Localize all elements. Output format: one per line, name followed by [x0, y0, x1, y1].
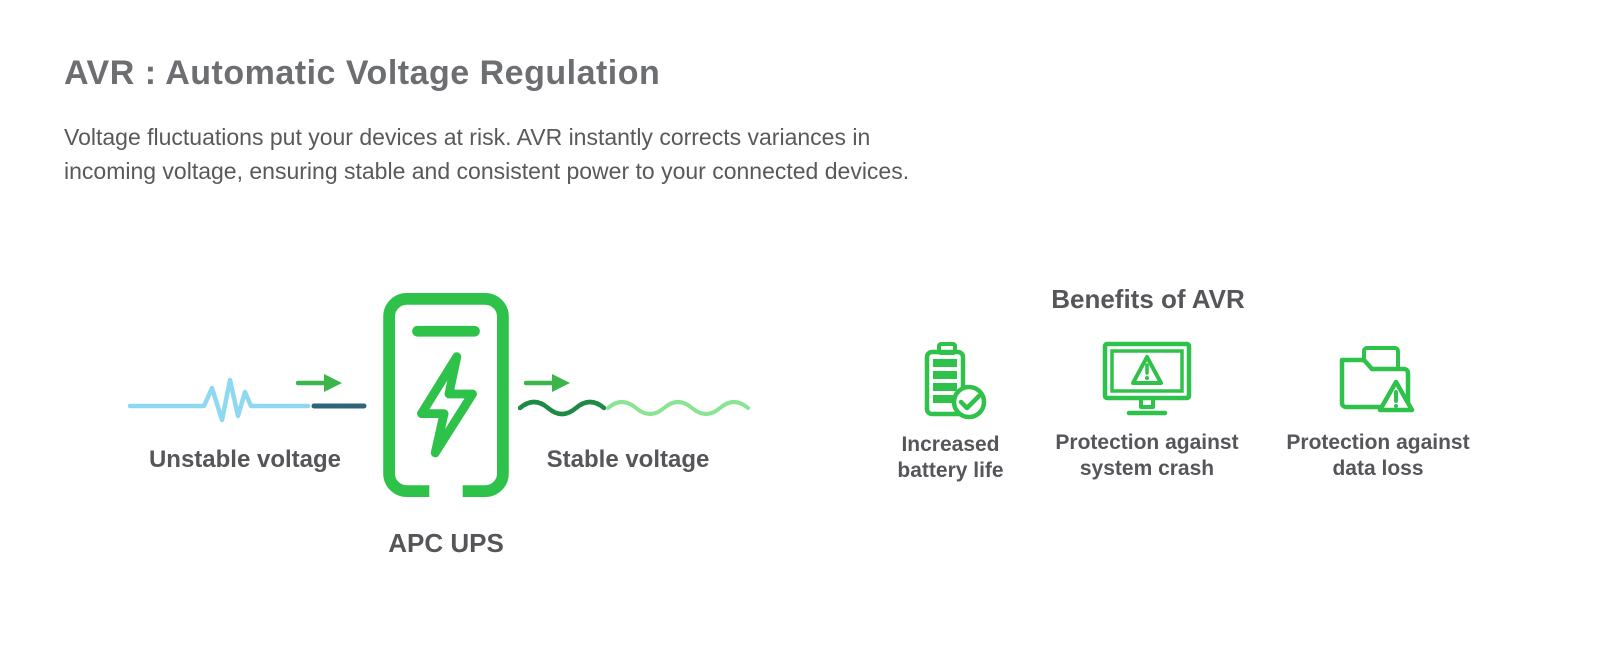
- benefit-label: Protection against data loss: [1286, 430, 1469, 482]
- description-line-2: incoming voltage, ensuring stable and co…: [64, 158, 910, 184]
- monitor-warning-icon: [1102, 341, 1192, 416]
- benefit-label: Protection against system crash: [1055, 430, 1238, 482]
- ups-lightning-icon: [383, 292, 509, 498]
- benefit-label-line-2: battery life: [897, 459, 1004, 482]
- page-description: Voltage fluctuations put your devices at…: [64, 120, 909, 188]
- right-arrow-icon: [296, 374, 342, 392]
- benefit-label-line-2: system crash: [1079, 457, 1215, 480]
- unstable-voltage-label: Unstable voltage: [148, 446, 342, 473]
- benefit-label-line-2: data loss: [1332, 457, 1424, 480]
- benefit-item-battery-life: Increased battery life: [848, 340, 1053, 484]
- stable-waveform-icon: [518, 399, 750, 417]
- benefits-heading: Benefits of AVR: [1051, 284, 1245, 314]
- battery-check-icon: [924, 342, 986, 420]
- stable-voltage-label: Stable voltage: [546, 446, 710, 473]
- folder-warning-icon: [1339, 346, 1415, 413]
- benefit-item-system-crash: Protection against system crash: [1032, 340, 1262, 482]
- description-line-1: Voltage fluctuations put your devices at…: [64, 124, 871, 150]
- benefit-label-line-1: Increased: [901, 433, 1000, 456]
- unstable-waveform-icon: [128, 377, 367, 423]
- benefit-label: Increased battery life: [897, 432, 1003, 484]
- benefit-item-data-loss: Protection against data loss: [1263, 340, 1493, 482]
- benefit-label-line-1: Protection against: [1286, 431, 1470, 454]
- page-title: AVR : Automatic Voltage Regulation: [64, 54, 661, 92]
- ups-device-label: APC UPS: [388, 528, 504, 558]
- right-arrow-icon: [524, 374, 570, 392]
- benefit-label-line-1: Protection against: [1055, 431, 1239, 454]
